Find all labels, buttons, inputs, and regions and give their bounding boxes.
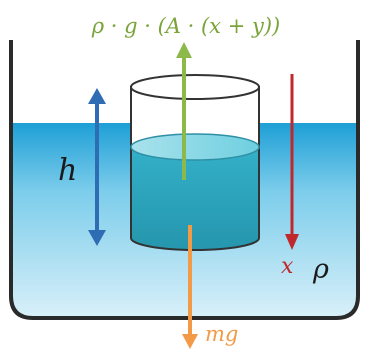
weight-force-arrow xyxy=(182,225,198,349)
cylinder-rim xyxy=(130,74,260,100)
height-arrow xyxy=(88,88,106,246)
density-label: ρ xyxy=(312,254,329,285)
cylinder-fluid-surface xyxy=(130,133,260,161)
container-outline xyxy=(9,40,360,320)
buoyancy-force-label: ρ · g · (A · (x + y)) xyxy=(91,14,280,38)
cylinder-fluid xyxy=(130,146,260,251)
weight-label: mg xyxy=(205,322,238,346)
displacement-arrow xyxy=(285,74,299,250)
buoyancy-force-arrow xyxy=(176,42,192,180)
height-label: h xyxy=(58,153,77,188)
displacement-label: x xyxy=(281,254,294,279)
